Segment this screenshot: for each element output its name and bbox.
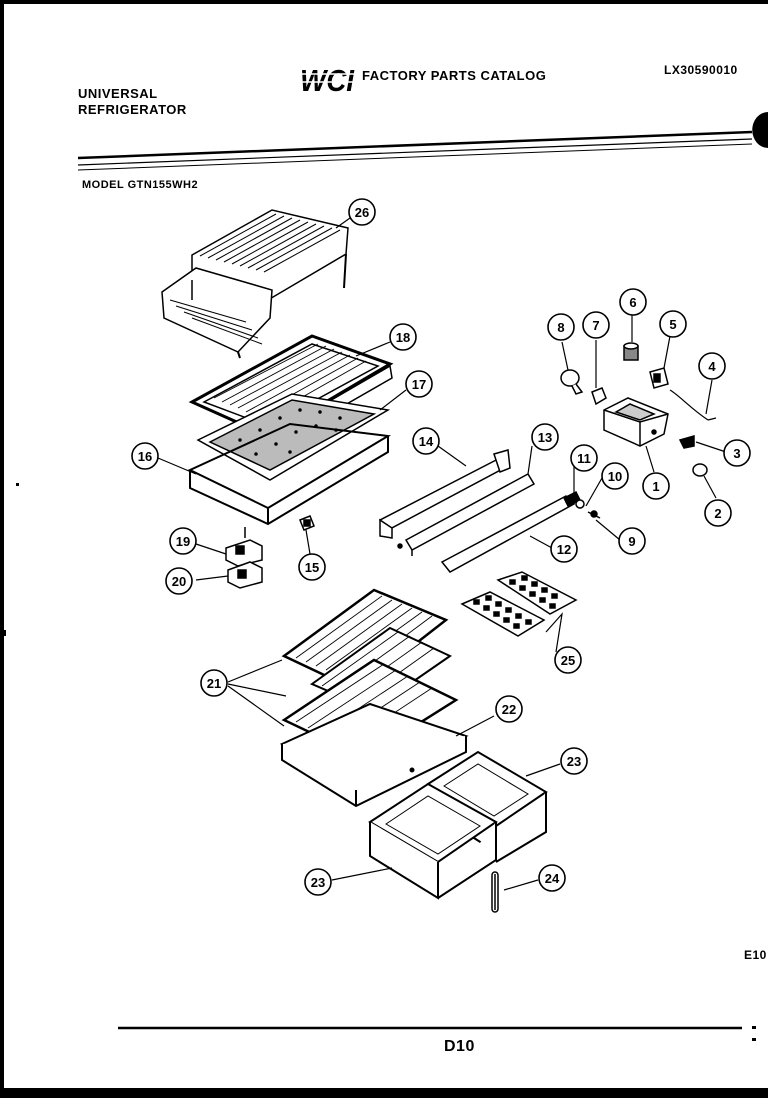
part-shelf-rail bbox=[397, 472, 536, 556]
part-wire-shelf bbox=[161, 209, 349, 359]
part-side-rail bbox=[378, 449, 511, 539]
scan-mark bbox=[752, 1038, 756, 1041]
logo-lettering: WCI bbox=[300, 63, 355, 96]
callout-number: 26 bbox=[355, 205, 369, 220]
callout-26: 26 bbox=[348, 198, 376, 226]
callout-8: 8 bbox=[547, 313, 575, 341]
part-wire-harness bbox=[669, 389, 717, 421]
callout-number: 1 bbox=[652, 479, 659, 494]
callout-7: 7 bbox=[582, 311, 610, 339]
callout-21: 21 bbox=[200, 669, 228, 697]
catalog-title: FACTORY PARTS CATALOG bbox=[362, 68, 547, 83]
callout-number: 13 bbox=[538, 430, 552, 445]
callout-number: 7 bbox=[592, 318, 599, 333]
callout-12: 12 bbox=[550, 535, 578, 563]
part-crisper-cover-frame bbox=[279, 702, 469, 808]
callout-25: 25 bbox=[554, 646, 582, 674]
callout-16: 16 bbox=[131, 442, 159, 470]
callout-20: 20 bbox=[165, 567, 193, 595]
callout-24: 24 bbox=[538, 864, 566, 892]
edge-tab bbox=[752, 112, 768, 148]
scan-mark bbox=[0, 630, 6, 636]
scan-mark bbox=[16, 483, 19, 486]
part-switch bbox=[649, 367, 669, 389]
callout-17: 17 bbox=[405, 370, 433, 398]
part-shelf-bracket bbox=[225, 527, 263, 589]
catalog-number: LX30590010 bbox=[664, 63, 738, 77]
leader-lines bbox=[157, 217, 727, 891]
callout-number: 11 bbox=[577, 451, 591, 466]
part-drawer-handle bbox=[491, 871, 499, 913]
scan-mark bbox=[752, 1026, 756, 1029]
callout-9: 9 bbox=[618, 527, 646, 555]
header-rule bbox=[77, 130, 753, 171]
callout-23-upper: 23 bbox=[560, 747, 588, 775]
callout-number: 6 bbox=[629, 295, 636, 310]
callout-number: 20 bbox=[172, 574, 186, 589]
part-crisper-drawers bbox=[368, 750, 548, 900]
callout-18: 18 bbox=[389, 323, 417, 351]
callout-1: 1 bbox=[642, 472, 670, 500]
callout-22: 22 bbox=[495, 695, 523, 723]
corner-code: E10 bbox=[744, 948, 767, 962]
callout-14: 14 bbox=[412, 427, 440, 455]
callout-number: 14 bbox=[419, 434, 434, 449]
brand-line-1: UNIVERSAL bbox=[78, 86, 158, 101]
part-socket bbox=[591, 387, 607, 406]
callout-10: 10 bbox=[601, 462, 629, 490]
page-code: D10 bbox=[444, 1038, 475, 1055]
callout-4: 4 bbox=[698, 352, 726, 380]
callout-number: 24 bbox=[545, 871, 560, 886]
part-trim-strip bbox=[440, 495, 576, 573]
callout-number: 23 bbox=[567, 754, 581, 769]
brand-line-2: REFRIGERATOR bbox=[78, 102, 187, 117]
callout-6: 6 bbox=[619, 288, 647, 316]
callout-number: 3 bbox=[733, 446, 740, 461]
part-crisper-insert bbox=[196, 393, 391, 481]
callout-3: 3 bbox=[723, 439, 751, 467]
callout-number: 21 bbox=[207, 676, 221, 691]
callout-23-lower: 23 bbox=[304, 868, 332, 896]
callout-number: 4 bbox=[708, 359, 716, 374]
callout-2: 2 bbox=[704, 499, 732, 527]
callout-number: 15 bbox=[305, 560, 319, 575]
part-light-housing bbox=[603, 397, 669, 447]
part-light-bulb bbox=[560, 369, 584, 395]
callout-number: 25 bbox=[561, 653, 575, 668]
callout-11: 11 bbox=[570, 444, 598, 472]
callout-15: 15 bbox=[298, 553, 326, 581]
part-knob bbox=[692, 463, 708, 477]
callout-number: 9 bbox=[628, 534, 635, 549]
callout-number: 2 bbox=[714, 506, 721, 521]
part-hardware-small bbox=[562, 490, 601, 519]
callout-19: 19 bbox=[169, 527, 197, 555]
callout-number: 12 bbox=[557, 542, 571, 557]
wci-logo: WCI bbox=[298, 63, 356, 96]
callout-number: 23 bbox=[311, 875, 325, 890]
model-label: MODEL GTN155WH2 bbox=[82, 179, 199, 191]
part-thermostat-knob bbox=[623, 342, 639, 361]
part-screw bbox=[299, 515, 315, 531]
part-clip bbox=[678, 435, 695, 449]
callout-number: 8 bbox=[557, 320, 564, 335]
callout-number: 5 bbox=[669, 317, 676, 332]
callout-number: 19 bbox=[176, 534, 190, 549]
callout-number: 18 bbox=[396, 330, 410, 345]
part-ice-trays bbox=[460, 571, 578, 637]
callout-number: 16 bbox=[138, 449, 152, 464]
callout-13: 13 bbox=[531, 423, 559, 451]
callout-5: 5 bbox=[659, 310, 687, 338]
callout-number: 22 bbox=[502, 702, 516, 717]
callout-number: 17 bbox=[412, 377, 426, 392]
callout-number: 10 bbox=[608, 469, 622, 484]
part-crisper-frame bbox=[187, 422, 392, 526]
